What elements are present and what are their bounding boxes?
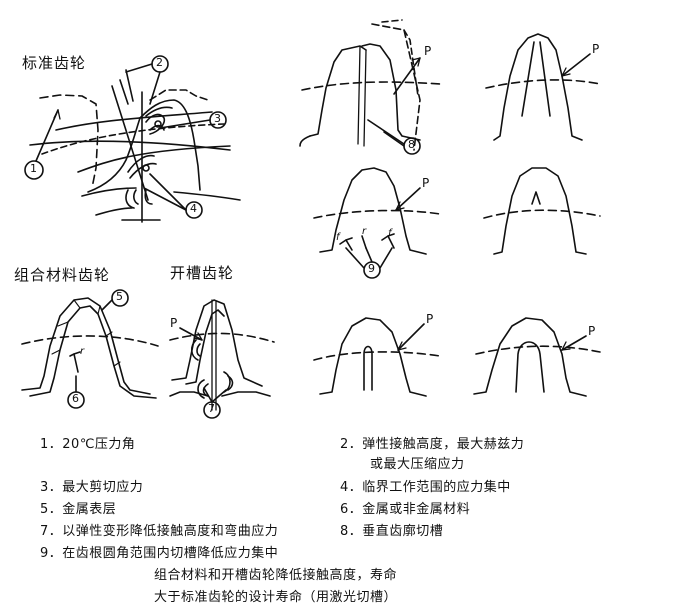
label-p-3: P	[422, 176, 430, 190]
legend-item-4: 4．临界工作范围的应力集中	[340, 480, 511, 495]
label-r-2: r	[80, 346, 85, 357]
callout-8: 8	[408, 138, 416, 151]
label-r-1: r	[362, 226, 367, 237]
composite-gear-drawing	[21, 289, 159, 409]
conclusion-line-2: 大于标准齿轮的设计寿命（用激光切槽）	[154, 590, 398, 605]
slot-tooth-row2-right	[483, 167, 601, 255]
legend-item-9: 9．在齿根圆角范围内切槽降低应力集中	[40, 546, 279, 561]
conclusion-line-1: 组合材料和开槽齿轮降低接触高度，寿命	[154, 568, 398, 583]
legend-item-7: 7．以弹性变形降低接触高度和弯曲应力	[40, 524, 279, 539]
legend-item-2: 2．弹性接触高度，最大赫兹力	[340, 437, 525, 452]
legend-item-1: 1．20℃压力角	[40, 437, 136, 452]
slotted-gear-title: 开槽齿轮	[170, 264, 235, 282]
callout-1: 1	[30, 162, 38, 175]
reference-tooth-drawing	[485, 33, 601, 141]
label-p-1: P	[424, 44, 432, 58]
composite-gear-title: 组合材料齿轮	[14, 266, 111, 284]
label-p-6: P	[170, 316, 178, 330]
label-p-2: P	[592, 42, 600, 56]
slotted-gear-drawing	[169, 299, 275, 419]
label-p-5: P	[588, 324, 596, 338]
standard-gear-title: 标准齿轮	[22, 54, 87, 72]
legend-item-6: 6．金属或非金属材料	[340, 502, 471, 517]
callout-6: 6	[72, 392, 80, 405]
legend-item-3: 3．最大剪切应力	[40, 480, 144, 495]
standard-gear-drawing	[24, 55, 241, 223]
slot-tooth-row3-left	[313, 317, 441, 397]
label-f-2: f	[388, 228, 393, 239]
legend-item-5: 5．金属表层	[40, 502, 117, 517]
slot-tooth-row3-right	[473, 317, 601, 397]
callout-9: 9	[368, 262, 376, 275]
callout-4: 4	[190, 202, 198, 215]
right-gear-mesh-drawing	[299, 19, 441, 155]
slot-tooth-row2-left	[313, 167, 441, 279]
callout-3: 3	[214, 112, 222, 125]
callout-2: 2	[156, 56, 164, 69]
callout-7: 7	[208, 402, 216, 415]
label-p-4: P	[426, 312, 434, 326]
legend-item-2-cont: 或最大压缩应力	[370, 457, 465, 472]
legend-item-8: 8．垂直齿廓切槽	[340, 524, 444, 539]
callout-5: 5	[116, 290, 124, 303]
label-f-1: f	[336, 232, 341, 243]
